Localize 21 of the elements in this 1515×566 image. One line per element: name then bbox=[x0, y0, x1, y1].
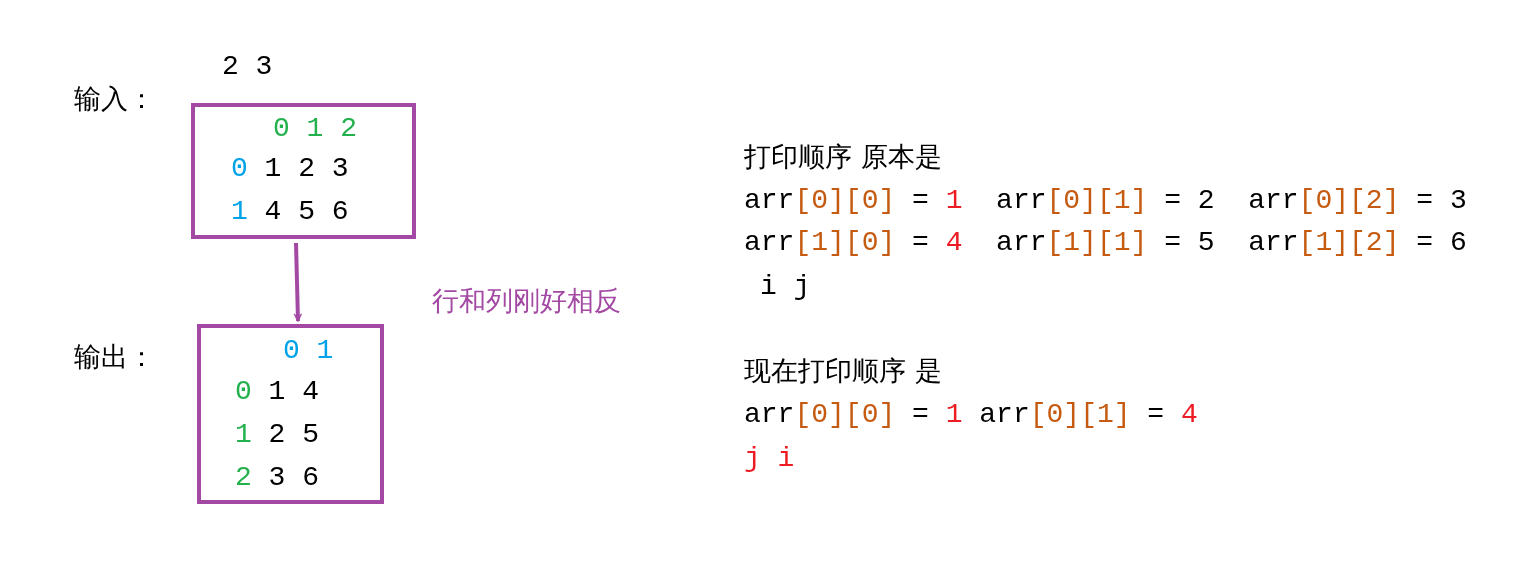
matrix-row-text: 1 4 5 6 bbox=[231, 195, 349, 229]
code-line: arr[1][0] = 4 arr[1][1] = 5 arr[1][2] = 6 bbox=[744, 226, 1467, 260]
matrix-row-text: 0 1 4 bbox=[235, 375, 320, 409]
code-line: arr[0][0] = 1 arr[0][1] = 2 arr[0][2] = 3 bbox=[744, 184, 1467, 218]
matrix-box bbox=[191, 103, 416, 239]
matrix-row-text: 2 3 6 bbox=[235, 461, 320, 495]
matrix-box bbox=[197, 324, 384, 504]
column-index-text: 0 1 2 bbox=[273, 112, 357, 146]
matrix-row-text: 0 1 2 3 bbox=[231, 152, 349, 186]
caption-text: 输入： bbox=[74, 82, 155, 116]
arrow bbox=[293, 242, 303, 322]
index-text: i j bbox=[760, 270, 811, 304]
caption-text: 2 3 bbox=[222, 50, 273, 84]
matrix-row-text: 1 2 5 bbox=[235, 418, 320, 452]
code-line: arr[0][0] = 1 arr[0][1] = 4 bbox=[744, 398, 1198, 432]
caption-text: 输出： bbox=[74, 340, 155, 374]
heading-text: 现在打印顺序 是 bbox=[744, 354, 942, 388]
note-text: 行和列刚好相反 bbox=[432, 284, 621, 318]
column-index-text: 0 1 bbox=[283, 334, 334, 368]
index-text: j i bbox=[744, 442, 795, 476]
heading-text: 打印顺序 原本是 bbox=[744, 140, 942, 174]
